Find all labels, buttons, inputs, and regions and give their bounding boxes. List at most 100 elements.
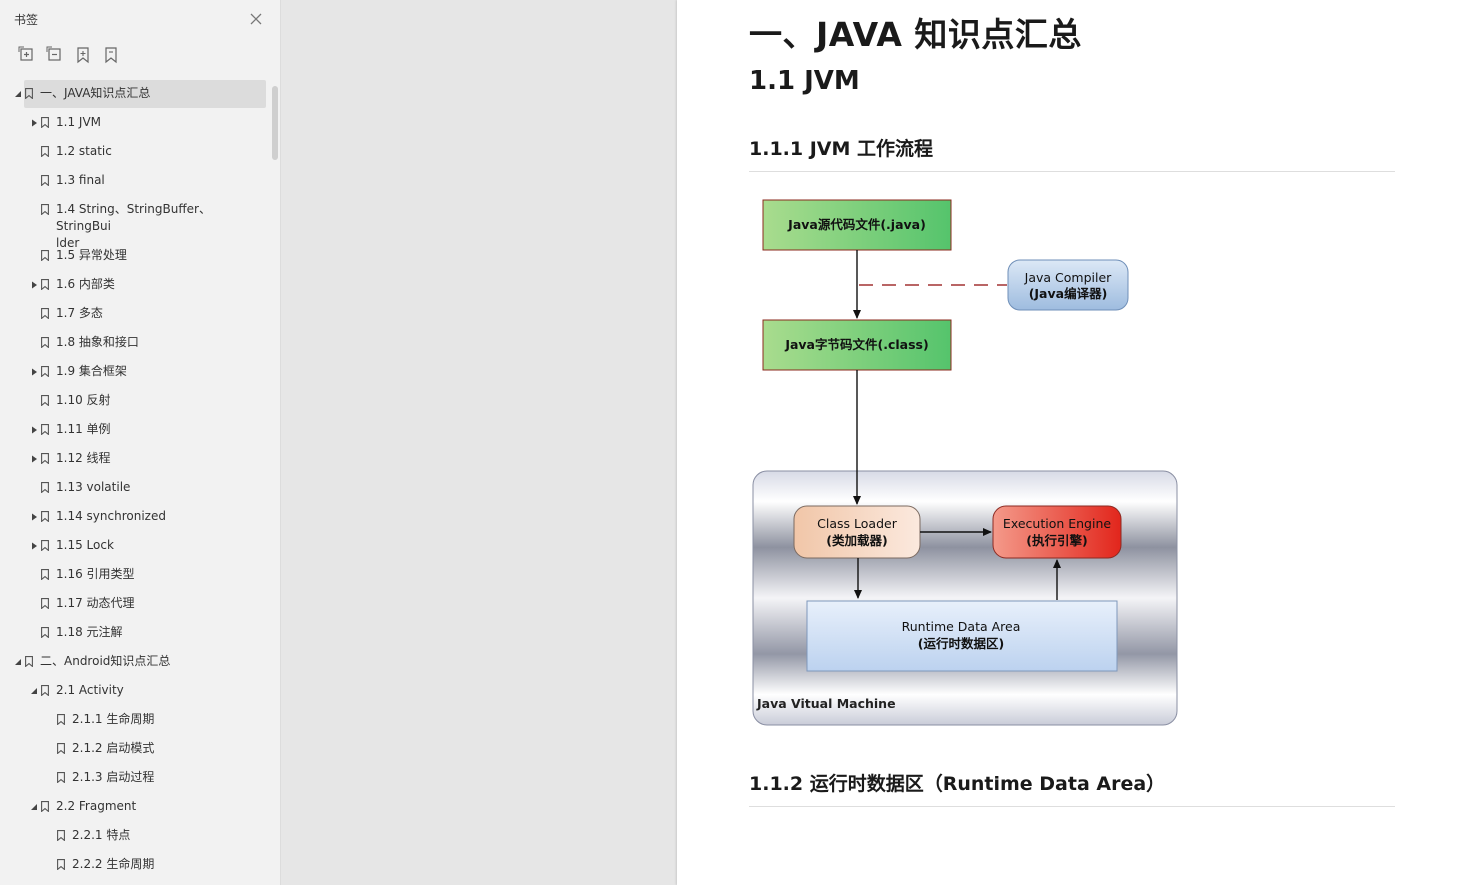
bookmark-item[interactable]: 2.1.2 启动模式	[0, 735, 270, 764]
runtime-label-line1: Runtime Data Area	[902, 619, 1021, 634]
collapsed-triangle-icon[interactable]	[30, 426, 38, 434]
bookmark-label: 1.10 反射	[56, 393, 111, 407]
bookmark-flag-icon	[41, 569, 49, 580]
bookmark-label: 二、Android知识点汇总	[40, 654, 171, 668]
close-icon[interactable]	[249, 12, 263, 26]
source-file-box	[762, 199, 952, 251]
bookmark-item[interactable]: 1.1 JVM	[0, 109, 270, 138]
runtime-label-line2: (运行时数据区)	[918, 636, 1004, 651]
document-page: 一、JAVA 知识点汇总 1.1 JVM 1.1.1 JVM 工作流程	[677, 0, 1468, 885]
bookmark-flag-icon	[41, 366, 49, 377]
expanded-triangle-icon[interactable]	[14, 658, 22, 666]
bookmark-item[interactable]: 1.12 线程	[0, 445, 270, 474]
bookmark-flag-icon	[41, 685, 49, 696]
bookmark-item[interactable]: 一、JAVA知识点汇总	[0, 80, 270, 109]
bookmark-item[interactable]: 2.2 Fragment	[0, 793, 270, 822]
bookmark-item[interactable]: 1.7 多态	[0, 300, 270, 329]
expand-all-icon[interactable]	[18, 46, 36, 64]
expanded-triangle-icon[interactable]	[14, 90, 22, 98]
collapsed-triangle-icon[interactable]	[30, 119, 38, 127]
bookmark-label: 2.2.2 生命周期	[72, 857, 155, 871]
bookmark-flag-icon	[41, 598, 49, 609]
bookmark-label: 1.8 抽象和接口	[56, 335, 139, 349]
bookmark-label: 2.2 Fragment	[56, 799, 137, 813]
bookmark-flag-icon	[41, 801, 49, 812]
bookmark-flag-icon	[41, 540, 49, 551]
class-loader-label-line1: Class Loader	[817, 516, 898, 531]
collapsed-triangle-icon[interactable]	[30, 542, 38, 550]
bookmark-label: 1.12 线程	[56, 451, 111, 465]
class-loader-label-line2: (类加载器)	[826, 533, 887, 548]
bookmark-flag-icon	[57, 714, 65, 725]
bookmark-label: 1.16 引用类型	[56, 567, 135, 581]
bookmark-flag-icon	[25, 88, 33, 99]
bookmark-item[interactable]: 1.17 动态代理	[0, 590, 270, 619]
bookmark-flag-icon	[41, 627, 49, 638]
heading-rule-2	[749, 806, 1395, 807]
source-file-label: Java源代码文件(.java)	[787, 217, 926, 232]
bookmark-item[interactable]: 1.2 static	[0, 138, 270, 167]
bookmark-item[interactable]: 2.1 Activity	[0, 677, 270, 706]
bookmark-flag-icon	[41, 337, 49, 348]
heading-3: 1.1.1 JVM 工作流程	[749, 138, 934, 160]
bookmark-item[interactable]: 2.1.3 启动过程	[0, 764, 270, 793]
bookmark-item[interactable]: 1.15 Lock	[0, 532, 270, 561]
collapsed-triangle-icon[interactable]	[30, 455, 38, 463]
bookmark-label: 1.7 多态	[56, 306, 103, 320]
bookmark-flag-icon	[41, 175, 49, 186]
exec-engine-label-line2: (执行引擎)	[1026, 533, 1087, 548]
bookmark-flag-icon	[57, 859, 65, 870]
heading-rule	[749, 171, 1395, 172]
expanded-triangle-icon[interactable]	[30, 687, 38, 695]
bookmark-label: 一、JAVA知识点汇总	[40, 86, 151, 100]
jvm-workflow-diagram: Java Vitual Machine Java源代码文件(.java) Jav…	[752, 199, 1178, 726]
bookmark-flag-icon	[41, 117, 49, 128]
collapsed-triangle-icon[interactable]	[30, 368, 38, 376]
bookmark-label: 2.1 Activity	[56, 683, 124, 697]
bookmark-label: 1.13 volatile	[56, 480, 131, 494]
bookmark-flag-icon	[41, 146, 49, 157]
runtime-data-area-box	[806, 600, 1118, 672]
bookmark-item[interactable]: 1.13 volatile	[0, 474, 270, 503]
bookmark-item[interactable]: 1.16 引用类型	[0, 561, 270, 590]
bookmark-item[interactable]: 1.5 异常处理	[0, 242, 270, 271]
bookmark-item[interactable]: 1.10 反射	[0, 387, 270, 416]
bookmark-item[interactable]: 2.2.1 特点	[0, 822, 270, 851]
bookmark-flag-icon	[41, 308, 49, 319]
add-bookmark-icon[interactable]	[74, 46, 92, 64]
bookmark-item[interactable]: 2.1.1 生命周期	[0, 706, 270, 735]
bookmark-item[interactable]: 1.9 集合框架	[0, 358, 270, 387]
bookmark-item[interactable]: 1.11 单例	[0, 416, 270, 445]
bookmark-flag-icon	[41, 453, 49, 464]
bookmark-item[interactable]: 2.2.2 生命周期	[0, 851, 270, 880]
bookmark-item[interactable]: 1.4 String、StringBuffer、StringBui lder	[0, 196, 270, 250]
bookmark-item[interactable]: 二、Android知识点汇总	[0, 648, 270, 677]
bookmark-item[interactable]: 1.8 抽象和接口	[0, 329, 270, 358]
collapse-all-icon[interactable]	[46, 46, 64, 64]
bookmark-flag-icon	[41, 395, 49, 406]
bookmark-label: 1.17 动态代理	[56, 596, 135, 610]
bookmark-label: 1.14 synchronized	[56, 509, 166, 523]
bookmark-label: 1.4 String、StringBuffer、StringBui lder	[56, 202, 211, 250]
bookmark-flag-icon	[41, 250, 49, 261]
bookmark-item[interactable]: 1.3 final	[0, 167, 270, 196]
collapsed-triangle-icon[interactable]	[30, 281, 38, 289]
bookmark-flag-icon	[41, 482, 49, 493]
bookmark-label: 2.1.3 启动过程	[72, 770, 155, 784]
heading-3-runtime-data-area: 1.1.2 运行时数据区（Runtime Data Area）	[749, 773, 1166, 795]
expanded-triangle-icon[interactable]	[30, 803, 38, 811]
bytecode-file-box	[762, 319, 952, 371]
bookmark-flag-icon	[57, 743, 65, 754]
exec-engine-label-line1: Execution Engine	[1003, 516, 1111, 531]
heading-1: 一、JAVA 知识点汇总	[749, 15, 1082, 54]
bookmark-item[interactable]: 1.18 元注解	[0, 619, 270, 648]
bookmark-item[interactable]: 1.6 内部类	[0, 271, 270, 300]
bookmark-label: 1.6 内部类	[56, 277, 115, 291]
sidebar-scrollbar[interactable]	[272, 86, 278, 160]
bookmark-label: 2.2.1 特点	[72, 828, 131, 842]
bookmark-icon[interactable]	[102, 46, 120, 64]
bytecode-file-label: Java字节码文件(.class)	[784, 337, 928, 352]
bookmark-label: 2.1.1 生命周期	[72, 712, 155, 726]
bookmark-item[interactable]: 1.14 synchronized	[0, 503, 270, 532]
collapsed-triangle-icon[interactable]	[30, 513, 38, 521]
